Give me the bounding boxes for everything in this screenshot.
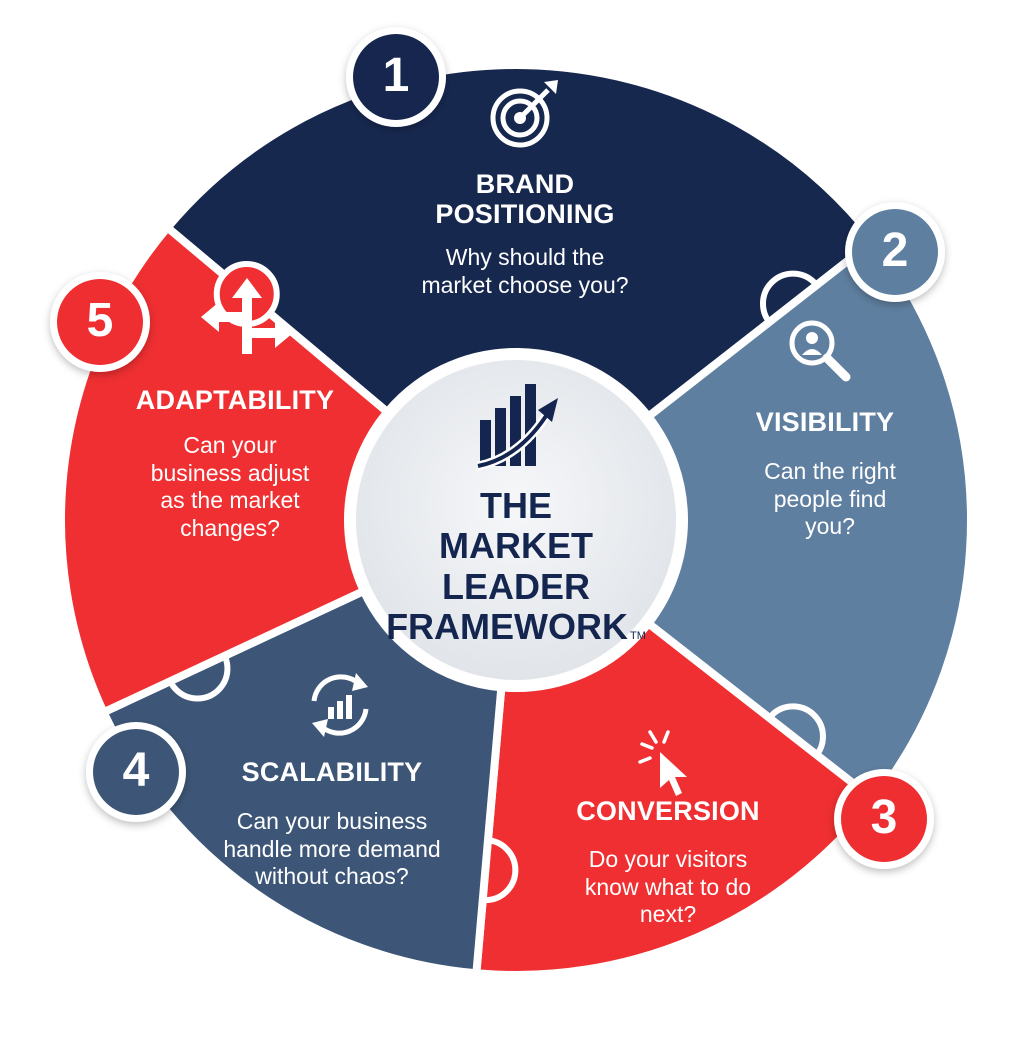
segment-2-question-line1: Can the right: [764, 458, 896, 484]
segment-5-question-line1: Can your: [183, 432, 277, 458]
badge-3: [834, 769, 934, 869]
trademark-mark: TM: [630, 629, 646, 642]
segment-1-question-line1: Why should the: [445, 244, 605, 270]
segment-1-title-line2: POSITIONING: [435, 198, 615, 229]
segment-4-question-line1: Can your business: [236, 808, 428, 834]
segment-4-title: SCALABILITY: [241, 757, 423, 787]
search-person-icon: [789, 320, 851, 382]
segment-3-question-line3: next?: [639, 901, 697, 928]
growth-cycle-icon: [311, 673, 369, 737]
segment-4-question: Can your business handle more demand wit…: [200, 808, 464, 891]
segment-1-title-line1: BRAND: [475, 169, 575, 199]
segment-5-title: ADAPTABILITY: [135, 385, 335, 415]
segment-2-question: Can the right people find you?: [720, 458, 940, 541]
center-title-line3-text: FRAMEWORK: [386, 605, 629, 647]
segment-4-question-line3: without chaos?: [255, 863, 409, 890]
badge-number-1: 1: [382, 49, 410, 102]
growth-chart-icon: [477, 384, 558, 471]
segment-3-title: CONVERSION: [576, 796, 760, 826]
segment-3-question-line1: Do your visitors: [588, 846, 748, 872]
segment-1-title: BRAND POSITIONING: [405, 169, 645, 229]
direction-arrows-icon: [201, 278, 293, 354]
segment-1-question: Why should the market choose you?: [405, 244, 645, 299]
segment-5-question-line3: as the market: [160, 487, 300, 514]
badge-number-5: 5: [86, 294, 114, 347]
segment-4-question-line2: handle more demand: [223, 835, 441, 862]
center-title-line1: THE: [480, 485, 552, 526]
badge-number-4: 4: [122, 744, 150, 797]
segment-5-question-line4: changes?: [180, 514, 280, 541]
segment-5-question-line2: business adjust: [150, 459, 310, 486]
segment-3-question: Do your visitors know what to do next?: [548, 846, 788, 929]
segment-1-question-line2: market choose you?: [421, 271, 629, 298]
target-icon: [490, 80, 558, 148]
badge-4: [86, 722, 186, 822]
segment-2-question-line3: you?: [805, 513, 855, 540]
badge-number-2: 2: [881, 224, 909, 277]
center-title-line2: MARKET LEADER: [439, 525, 593, 607]
cursor-click-icon: [638, 730, 687, 796]
badge-1: [346, 27, 446, 127]
segment-3-question-line2: know what to do: [584, 873, 752, 900]
segment-2-question-line2: people find: [773, 485, 887, 512]
badge-number-3: 3: [870, 791, 898, 844]
segment-5-question: Can your business adjust as the market c…: [120, 432, 340, 542]
center-disc: [356, 360, 676, 680]
segment-2-title: VISIBILITY: [755, 407, 895, 437]
badge-2: [845, 202, 945, 302]
badge-5: [50, 272, 150, 372]
